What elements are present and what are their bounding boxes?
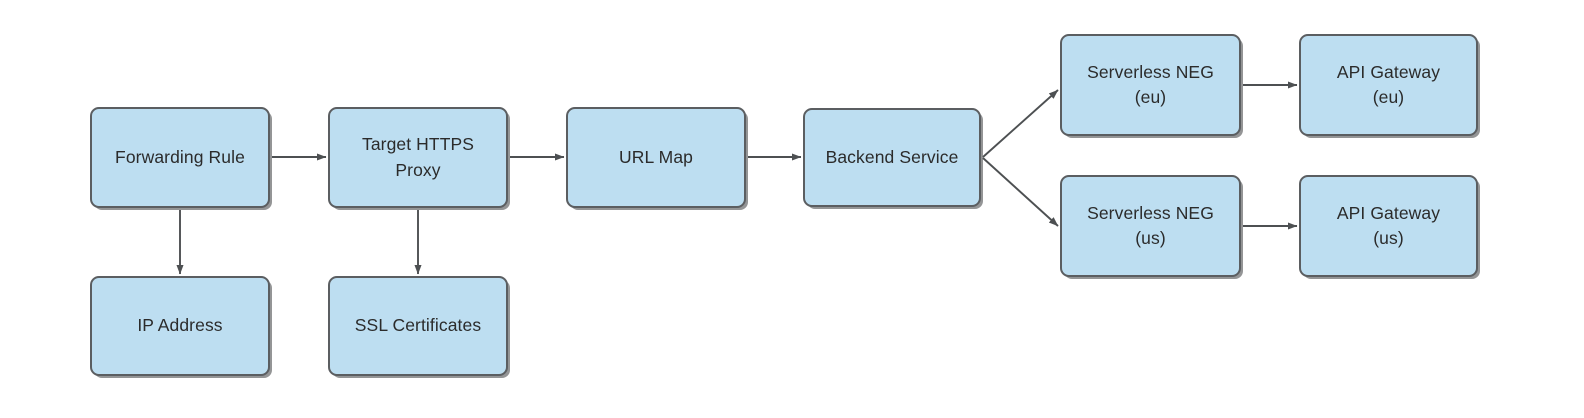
node-label: URL Map (619, 146, 693, 167)
node-ssl-certificates[interactable]: SSL Certificates (328, 276, 508, 376)
node-forwarding-rule[interactable]: Forwarding Rule (90, 107, 270, 208)
edge-backend-service-to-serverless-neg-us (982, 157, 1059, 227)
node-url-map[interactable]: URL Map (566, 107, 746, 208)
node-label: IP Address (137, 315, 223, 336)
node-target-https-proxy[interactable]: Target HTTPS Proxy (328, 107, 508, 208)
edge-backend-service-to-serverless-neg-eu (982, 89, 1059, 158)
node-ip-address[interactable]: IP Address (90, 276, 270, 376)
node-label: API Gateway (us) (1336, 202, 1441, 248)
node-api-gateway-us[interactable]: API Gateway (us) (1299, 175, 1478, 277)
node-label: Forwarding Rule (115, 146, 245, 167)
node-backend-service[interactable]: Backend Service (803, 108, 981, 207)
node-label: Serverless NEG (us) (1087, 202, 1214, 248)
node-label: Target HTTPS Proxy (361, 134, 475, 180)
node-label: API Gateway (eu) (1336, 61, 1441, 107)
node-label: Backend Service (825, 146, 959, 167)
node-serverless-neg-us[interactable]: Serverless NEG (us) (1060, 175, 1241, 277)
node-label: Serverless NEG (eu) (1087, 61, 1214, 107)
node-api-gateway-eu[interactable]: API Gateway (eu) (1299, 34, 1478, 136)
node-label: SSL Certificates (354, 315, 482, 336)
node-serverless-neg-eu[interactable]: Serverless NEG (eu) (1060, 34, 1241, 136)
